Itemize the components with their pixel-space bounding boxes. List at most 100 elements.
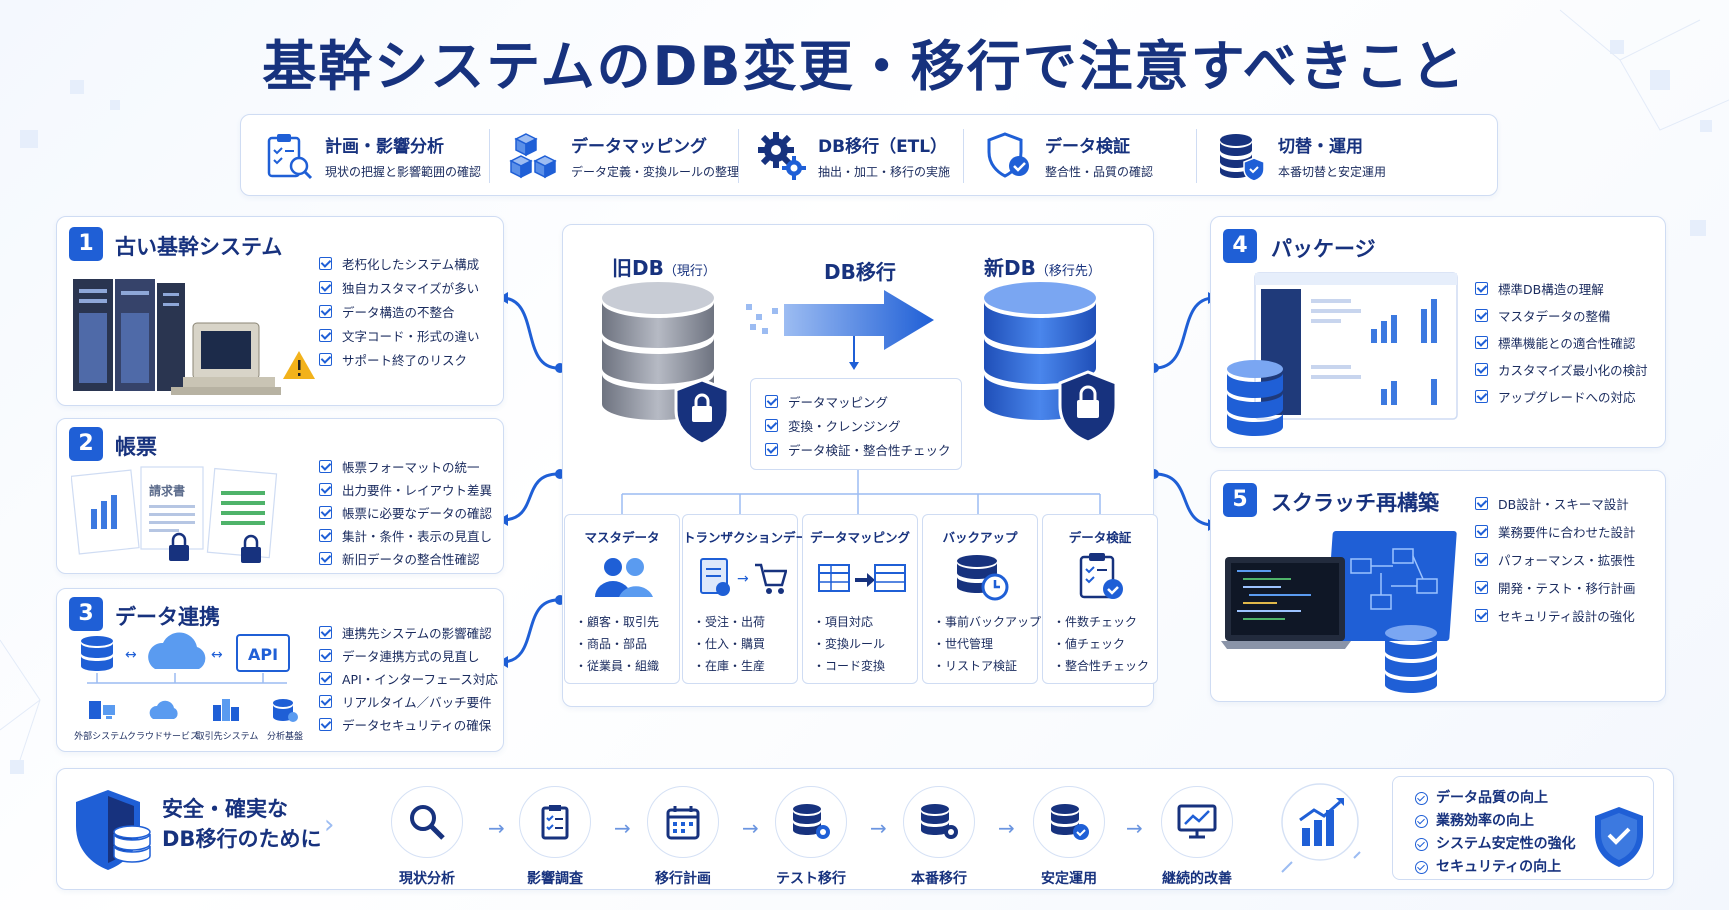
package-dashboard-illustration — [1227, 272, 1458, 436]
list-item: セキュリティ設計の強化 — [1475, 601, 1636, 629]
cubes-icon — [509, 133, 557, 179]
document-cart-icon: → — [700, 558, 787, 596]
system-label: クラウドサービス — [127, 732, 200, 742]
checkbox-icon — [319, 304, 332, 318]
analytics-platform-icon — [273, 699, 298, 722]
step-cutover: 切替・運用 本番切替と安定運用 — [1216, 125, 1386, 187]
arrow-right-icon: → — [870, 816, 887, 840]
checkbox-icon — [1475, 524, 1488, 538]
checkbox-icon — [319, 626, 332, 639]
flow-step-label: テスト移行 — [776, 871, 846, 887]
old-database-icon — [602, 282, 730, 446]
benefit-item: データ品質の向上 — [1415, 787, 1576, 810]
list-item: データ検証・整合性チェック — [765, 437, 951, 461]
checkbox-icon — [319, 280, 332, 294]
checkbox-icon — [319, 328, 332, 342]
benefit-item: システム安定性の強化 — [1415, 833, 1576, 856]
clipboard-list-icon — [541, 805, 569, 840]
category-data-verification: データ検証 ・件数チェック・値チェック・整合性チェック — [1042, 514, 1158, 684]
card-number: 4 — [1223, 229, 1257, 263]
category-data-mapping: データマッピング ・項目対応・変換ルール・コード変換 — [802, 514, 918, 684]
list-item: データセキュリティの確保 — [319, 713, 498, 736]
list-item: 文字コード・形式の違い — [319, 323, 480, 347]
benefits-list: データ品質の向上 業務効率の向上 システム安定性の強化 セキュリティの向上 — [1415, 787, 1576, 879]
card-number: 5 — [1223, 483, 1257, 517]
flow-step-continuous-improvement: 継続的改善 — [1152, 786, 1242, 888]
card-checklist: DB設計・スキーマ設計 業務要件に合わせた設計 パフォーマンス・拡張性 開発・テ… — [1475, 489, 1636, 629]
checkbox-icon — [1475, 552, 1488, 566]
flow-step-migration-plan: 移行計画 — [638, 786, 728, 888]
list-item: 独自カスタマイズが多い — [319, 275, 480, 299]
bottom-headline: 安全・確実な DB移行のために — [162, 797, 322, 851]
flow-step-production-migration: 本番移行 — [894, 786, 984, 888]
magnifier-icon — [410, 805, 445, 840]
shield-check-icon — [1595, 807, 1643, 867]
list-item: 集計・条件・表示の見直し — [319, 524, 492, 547]
card-title: 帳票 — [115, 435, 157, 459]
card-reports: 2 帳票 請求書 帳票フォーマットの統一 出力要件・レイアウト差異 帳票に必要な… — [56, 418, 504, 574]
calendar-icon — [666, 806, 700, 840]
list-item: データマッピング — [765, 389, 951, 413]
table-mapping-icon — [818, 564, 906, 592]
system-label: 分析基盤 — [266, 732, 303, 742]
partner-system-icon — [213, 699, 239, 721]
category-items: ・事前バックアップ・世代管理・リストア検証 — [933, 615, 1042, 673]
step-title: 計画・影響分析 — [325, 137, 444, 157]
connected-systems: 外部システム クラウドサービス 取引先システム 分析基盤 — [65, 697, 315, 747]
flow-circle — [903, 786, 975, 858]
checkbox-icon — [1475, 282, 1488, 295]
checkbox-icon — [319, 506, 332, 519]
database-check-icon — [1051, 804, 1089, 840]
system-label: 外部システム — [74, 732, 128, 742]
checkbox-icon — [1475, 608, 1488, 622]
checkbox-icon — [319, 460, 332, 473]
list-item: DB設計・スキーマ設計 — [1475, 489, 1636, 517]
doc-label: 請求書 — [149, 483, 185, 498]
arrow-right-icon: → — [742, 816, 759, 840]
arrow-right-icon: → — [614, 816, 631, 840]
flow-step-impact-survey: 影響調査 — [510, 786, 600, 888]
benefits-box: データ品質の向上 業務効率の向上 システム安定性の強化 セキュリティの向上 — [1392, 776, 1654, 880]
clipboard-check-icon — [1079, 553, 1123, 599]
checkbox-icon — [319, 695, 332, 708]
svg-text:↔: ↔ — [211, 647, 223, 663]
list-item: データ連携方式の見直し — [319, 644, 498, 667]
flow-circle — [519, 786, 591, 858]
checkbox-icon — [319, 529, 332, 542]
checkbox-icon — [765, 418, 778, 432]
migration-checklist: データマッピング 変換・クレンジング データ検証・整合性チェック — [765, 389, 951, 461]
card-number: 2 — [69, 427, 103, 461]
gears-icon — [758, 132, 806, 180]
checkbox-icon — [319, 256, 332, 270]
checkbox-icon — [765, 394, 778, 408]
checkbox-icon — [319, 352, 332, 366]
flow-step-current-analysis: 現状分析 — [382, 786, 472, 888]
card-title: パッケージ — [1271, 237, 1376, 261]
integration-illustration: ↔ ↔ API — [81, 632, 290, 684]
checkbox-icon — [1475, 309, 1488, 322]
category-title: バックアップ — [942, 530, 1018, 545]
list-item: マスタデータの整備 — [1475, 302, 1648, 329]
check-circle-icon — [1415, 815, 1428, 828]
shield-database-icon — [76, 790, 151, 870]
checkbox-icon — [1475, 390, 1488, 403]
divider — [1196, 129, 1197, 183]
arrow-right-icon: → — [488, 816, 505, 840]
flow-circle — [391, 786, 463, 858]
list-item: データ構造の不整合 — [319, 299, 480, 323]
category-items: ・項目対応・変換ルール・コード変換 — [813, 615, 886, 673]
migration-label: DB移行 — [824, 260, 896, 284]
check-circle-icon — [1415, 861, 1428, 874]
list-item: API・インターフェース対応 — [319, 667, 498, 690]
category-items: ・顧客・取引先・商品・部品・従業員・組織 — [575, 615, 660, 673]
step-desc: 現状の把握と影響範囲の確認 — [325, 165, 482, 179]
checkbox-icon — [1475, 363, 1488, 376]
step-title: データ検証 — [1045, 137, 1130, 157]
flow-step-label: 継続的改善 — [1162, 871, 1232, 887]
database-clock-icon — [957, 555, 1009, 601]
list-item: 連携先システムの影響確認 — [319, 621, 498, 644]
check-circle-icon — [1415, 838, 1428, 851]
benefit-item: セキュリティの向上 — [1415, 856, 1576, 879]
flow-step-stable-operation: 安定運用 — [1024, 786, 1114, 888]
